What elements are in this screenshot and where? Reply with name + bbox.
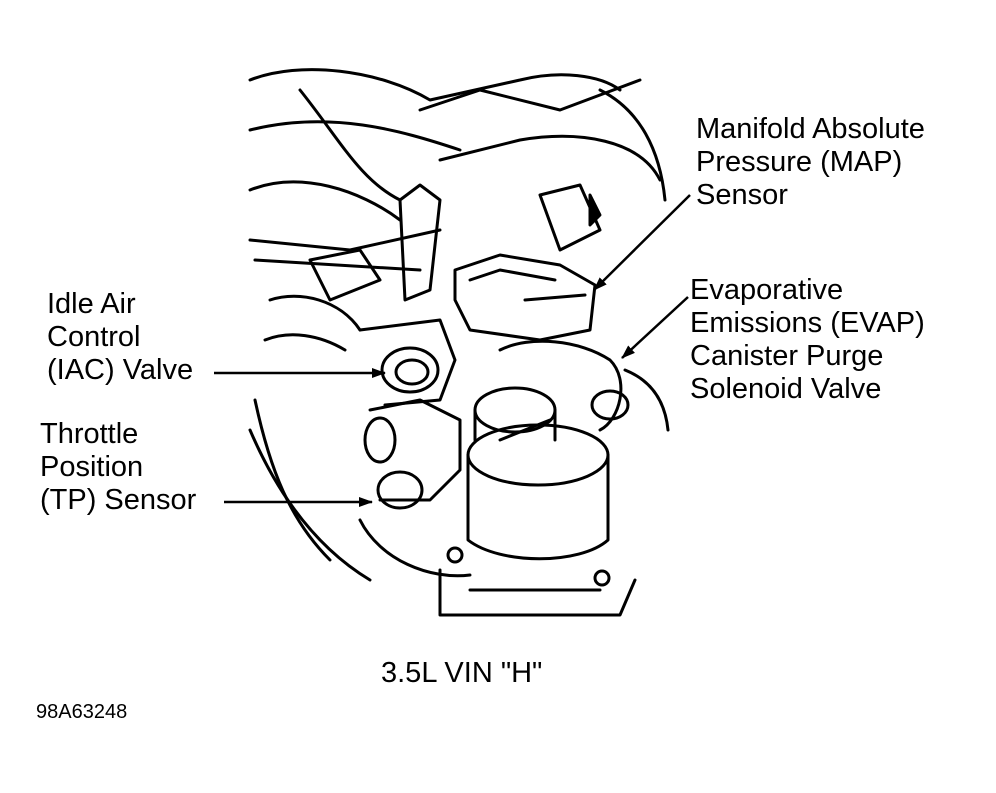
map-leader-arrow xyxy=(593,194,691,291)
figure-id: 98A63248 xyxy=(36,701,128,723)
tp-sensor-label: Throttle Position (TP) Sensor xyxy=(40,418,197,516)
evap-valve-label: Evaporative Emissions (EVAP) Canister Pu… xyxy=(690,274,925,405)
evap-leader-arrow xyxy=(621,296,689,359)
figure-caption: 3.5L VIN "H" xyxy=(381,657,543,689)
map-sensor-label: Manifold Absolute Pressure (MAP) Sensor xyxy=(696,113,925,211)
engine-illustration xyxy=(248,68,670,617)
iac-valve-label: Idle Air Control (IAC) Valve xyxy=(47,288,194,386)
